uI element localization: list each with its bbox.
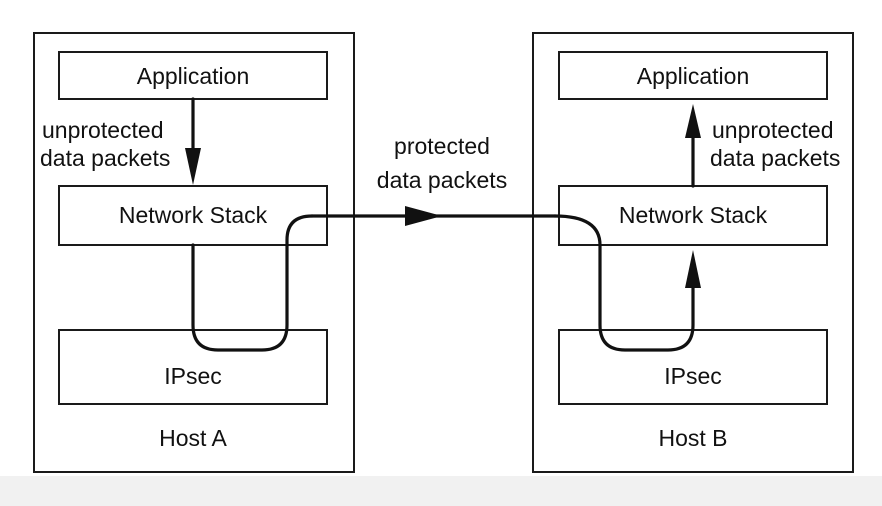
- host-b-application-box: [558, 51, 828, 100]
- host-a-network-stack-box: [58, 185, 328, 246]
- host-a-down-arrow-head: [185, 148, 201, 185]
- host-b-name: Host B: [658, 425, 727, 451]
- host-b-stack-arrow-head: [685, 250, 701, 288]
- host-a-application-box: [58, 51, 328, 100]
- host-b-ipsec-label: IPsec: [664, 363, 722, 389]
- host-a-ipsec-loop-path: [191, 214, 314, 352]
- protected-label-line2: data packets: [377, 167, 507, 193]
- host-a-ipsec-label: IPsec: [164, 363, 222, 389]
- protected-label-line1: protected: [394, 133, 490, 159]
- host-b-application-label: Application: [637, 63, 750, 89]
- host-b-unprotected-label-line2: data packets: [710, 145, 840, 171]
- host-b-up-arrow-head: [685, 104, 701, 138]
- bottom-band: [0, 476, 882, 506]
- host-a-name: Host A: [159, 425, 227, 451]
- host-b-unprotected-label-line1: unprotected: [712, 117, 833, 143]
- host-b-ipsec-loop-path: [553, 214, 695, 352]
- host-a-application-label: Application: [137, 63, 250, 89]
- host-a-unprotected-label-line2: data packets: [40, 145, 170, 171]
- protected-link-arrow-head: [405, 206, 442, 226]
- host-b-network-stack-label: Network Stack: [619, 202, 768, 228]
- host-a-network-stack-label: Network Stack: [119, 202, 268, 228]
- host-a-unprotected-label-line1: unprotected: [42, 117, 163, 143]
